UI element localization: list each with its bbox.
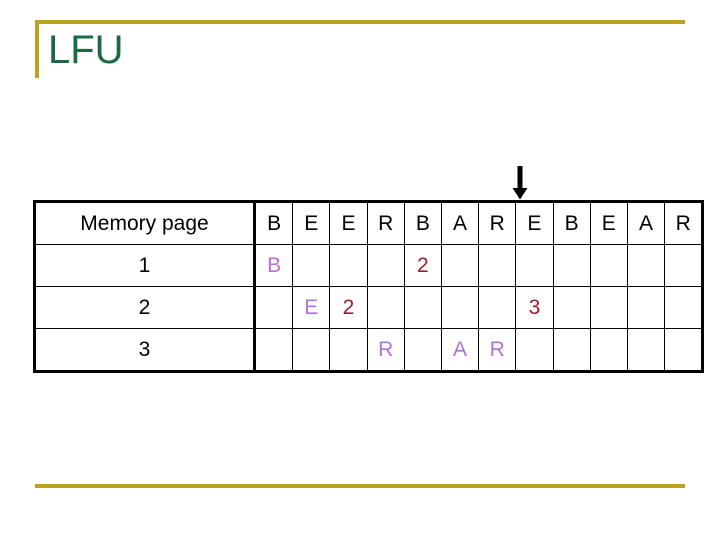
frame-3-slot-3: R: [366, 328, 405, 373]
frame-2-slot-3: [366, 286, 405, 329]
frame-2-slot-4: [403, 286, 442, 329]
row-header-label: Memory page: [33, 200, 256, 245]
table-row: 2 E 2 3: [33, 286, 705, 329]
frame-1-slot-9: [589, 244, 628, 287]
frame-2-slot-6: [478, 286, 517, 329]
reference-cell-2: E: [329, 200, 368, 245]
frame-2-slot-9: [589, 286, 628, 329]
frame-3-slot-4: [403, 328, 442, 373]
frame-label-1: 1: [33, 244, 256, 287]
frame-3-slot-1: [292, 328, 331, 373]
frame-3-slot-9: [589, 328, 628, 373]
frame-1-slot-3: [366, 244, 405, 287]
accent-rule-bottom: [35, 484, 685, 488]
frame-1-slot-10: [626, 244, 666, 287]
frame-1-slot-5: [440, 244, 480, 287]
frame-2-slot-7: 3: [515, 286, 554, 329]
frame-2-slot-10: [626, 286, 666, 329]
frame-2-slot-5: [440, 286, 480, 329]
table-row: 1 B 2: [33, 244, 705, 287]
frame-2-slot-11: [664, 286, 705, 329]
reference-cell-5: A: [440, 200, 480, 245]
frame-3-slot-10: [626, 328, 666, 373]
frame-2-slot-1: E: [292, 286, 331, 329]
frame-1-slot-8: [552, 244, 591, 287]
reference-cell-1: E: [292, 200, 331, 245]
frame-1-slot-2: [329, 244, 368, 287]
reference-cell-0: B: [253, 200, 294, 245]
frame-3-slot-6: R: [478, 328, 517, 373]
frame-1-slot-0: B: [253, 244, 294, 287]
reference-cell-6: R: [478, 200, 517, 245]
frame-label-3: 3: [33, 328, 256, 373]
table-header-row: Memory page B E E R B A R E B E A R: [33, 200, 705, 245]
frame-3-slot-7: [515, 328, 554, 373]
reference-cell-7: E: [515, 200, 554, 245]
reference-cell-10: A: [626, 200, 666, 245]
reference-cell-3: R: [366, 200, 405, 245]
table-row: 3 R A R: [33, 328, 705, 373]
reference-cell-8: B: [552, 200, 591, 245]
frame-3-slot-5: A: [440, 328, 480, 373]
frame-label-2: 2: [33, 286, 256, 329]
trace-table-body: Memory page B E E R B A R E B E A R 1 B: [33, 200, 705, 373]
down-arrow-icon: [512, 166, 528, 200]
frame-3-slot-11: [664, 328, 705, 373]
frame-1-slot-7: [515, 244, 554, 287]
frame-2-slot-0: [253, 286, 294, 329]
frame-3-slot-0: [253, 328, 294, 373]
frame-1-slot-11: [664, 244, 705, 287]
lfu-trace-table: Memory page B E E R B A R E B E A R 1 B: [33, 200, 705, 373]
accent-rule-left: [35, 20, 39, 78]
frame-2-slot-8: [552, 286, 591, 329]
frame-1-slot-1: [292, 244, 331, 287]
frame-1-slot-6: [478, 244, 517, 287]
frame-3-slot-8: [552, 328, 591, 373]
frame-1-slot-4: 2: [403, 244, 442, 287]
reference-cell-11: R: [664, 200, 705, 245]
reference-cell-9: E: [589, 200, 628, 245]
frame-2-slot-2: 2: [329, 286, 368, 329]
accent-rule-top: [35, 20, 685, 24]
frame-3-slot-2: [329, 328, 368, 373]
reference-cell-4: B: [403, 200, 442, 245]
page-title: LFU: [48, 28, 124, 72]
